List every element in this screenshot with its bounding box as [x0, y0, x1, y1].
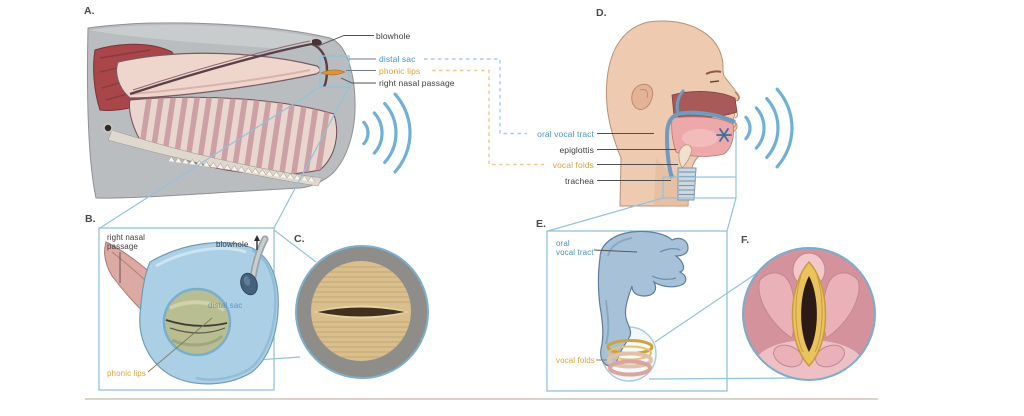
sound-waves-icon [362, 92, 412, 174]
leader-lines [119, 35, 678, 373]
ear [631, 83, 654, 111]
whale-teeth [167, 156, 316, 183]
vocal-tract-illustration [597, 230, 689, 382]
label-trachea: trachea [564, 176, 594, 186]
trachea-shape [677, 167, 697, 201]
zoom-lines-e-to-f [648, 272, 799, 380]
label-b-right-nasal-line2: passage [107, 242, 138, 251]
panel-b-letter: B. [85, 213, 96, 225]
phonic-lips-slit [317, 307, 405, 317]
epiglottis-shape [678, 144, 693, 169]
panel-d-letter: D. [596, 7, 607, 19]
label-phonic-lips: phonic lips [379, 66, 421, 76]
whale-phonic-lips [320, 69, 346, 76]
phonic-lips-closeup [295, 245, 429, 379]
label-e-oral-vocal-tract: oral vocal tract [556, 239, 594, 257]
zoom-box-larynx [662, 131, 737, 199]
glottis-opening [801, 276, 817, 352]
dashed-connector-phonic-lips-to-vocal-folds [432, 69, 544, 166]
blowhole-arrow-icon [254, 235, 260, 250]
label-vocal-folds: vocal folds [552, 160, 594, 170]
label-epiglottis: epiglottis [559, 145, 594, 155]
zoom-lines-a-to-b [99, 86, 350, 229]
panel-e-letter: E. [536, 218, 546, 230]
panel-a-letter: A. [84, 5, 95, 17]
panel-c-letter: C. [294, 233, 305, 245]
label-b-phonic-lips: phonic lips [107, 369, 146, 378]
distal-sac-illustration [104, 235, 279, 385]
whale-illustration [86, 22, 356, 199]
panel-f-letter: F. [741, 234, 750, 246]
label-e-vocal-folds: vocal folds [556, 356, 595, 365]
label-distal-sac: distal sac [379, 54, 416, 64]
label-blowhole: blowhole [376, 31, 411, 41]
human-head-illustration [605, 20, 740, 207]
oral-vocal-tract-path [664, 110, 736, 179]
label-b-right-nasal-line1: right nasal [107, 233, 146, 242]
label-e-oral-line2: vocal tract [556, 248, 594, 257]
whale-blowhole [312, 39, 322, 46]
zoom-lines-d-to-e [547, 197, 737, 232]
label-e-oral-line1: oral [556, 239, 570, 248]
sound-waves-icon [744, 87, 794, 169]
whale-eye [103, 123, 113, 133]
dashed-connector-distal-sac-to-oral-tract [424, 58, 527, 135]
sound-source-asterisk-icon [716, 128, 732, 142]
label-oral-vocal-tract: oral vocal tract [537, 129, 594, 139]
zoom-box-phonic-lips [319, 55, 350, 88]
label-b-distal-sac: distal sac [208, 301, 243, 310]
vocal-folds-closeup [742, 247, 876, 381]
label-right-nasal-passage: right nasal passage [379, 78, 455, 88]
label-b-blowhole: blowhole [216, 240, 249, 249]
label-b-right-nasal-passage: right nasal passage [107, 233, 145, 251]
